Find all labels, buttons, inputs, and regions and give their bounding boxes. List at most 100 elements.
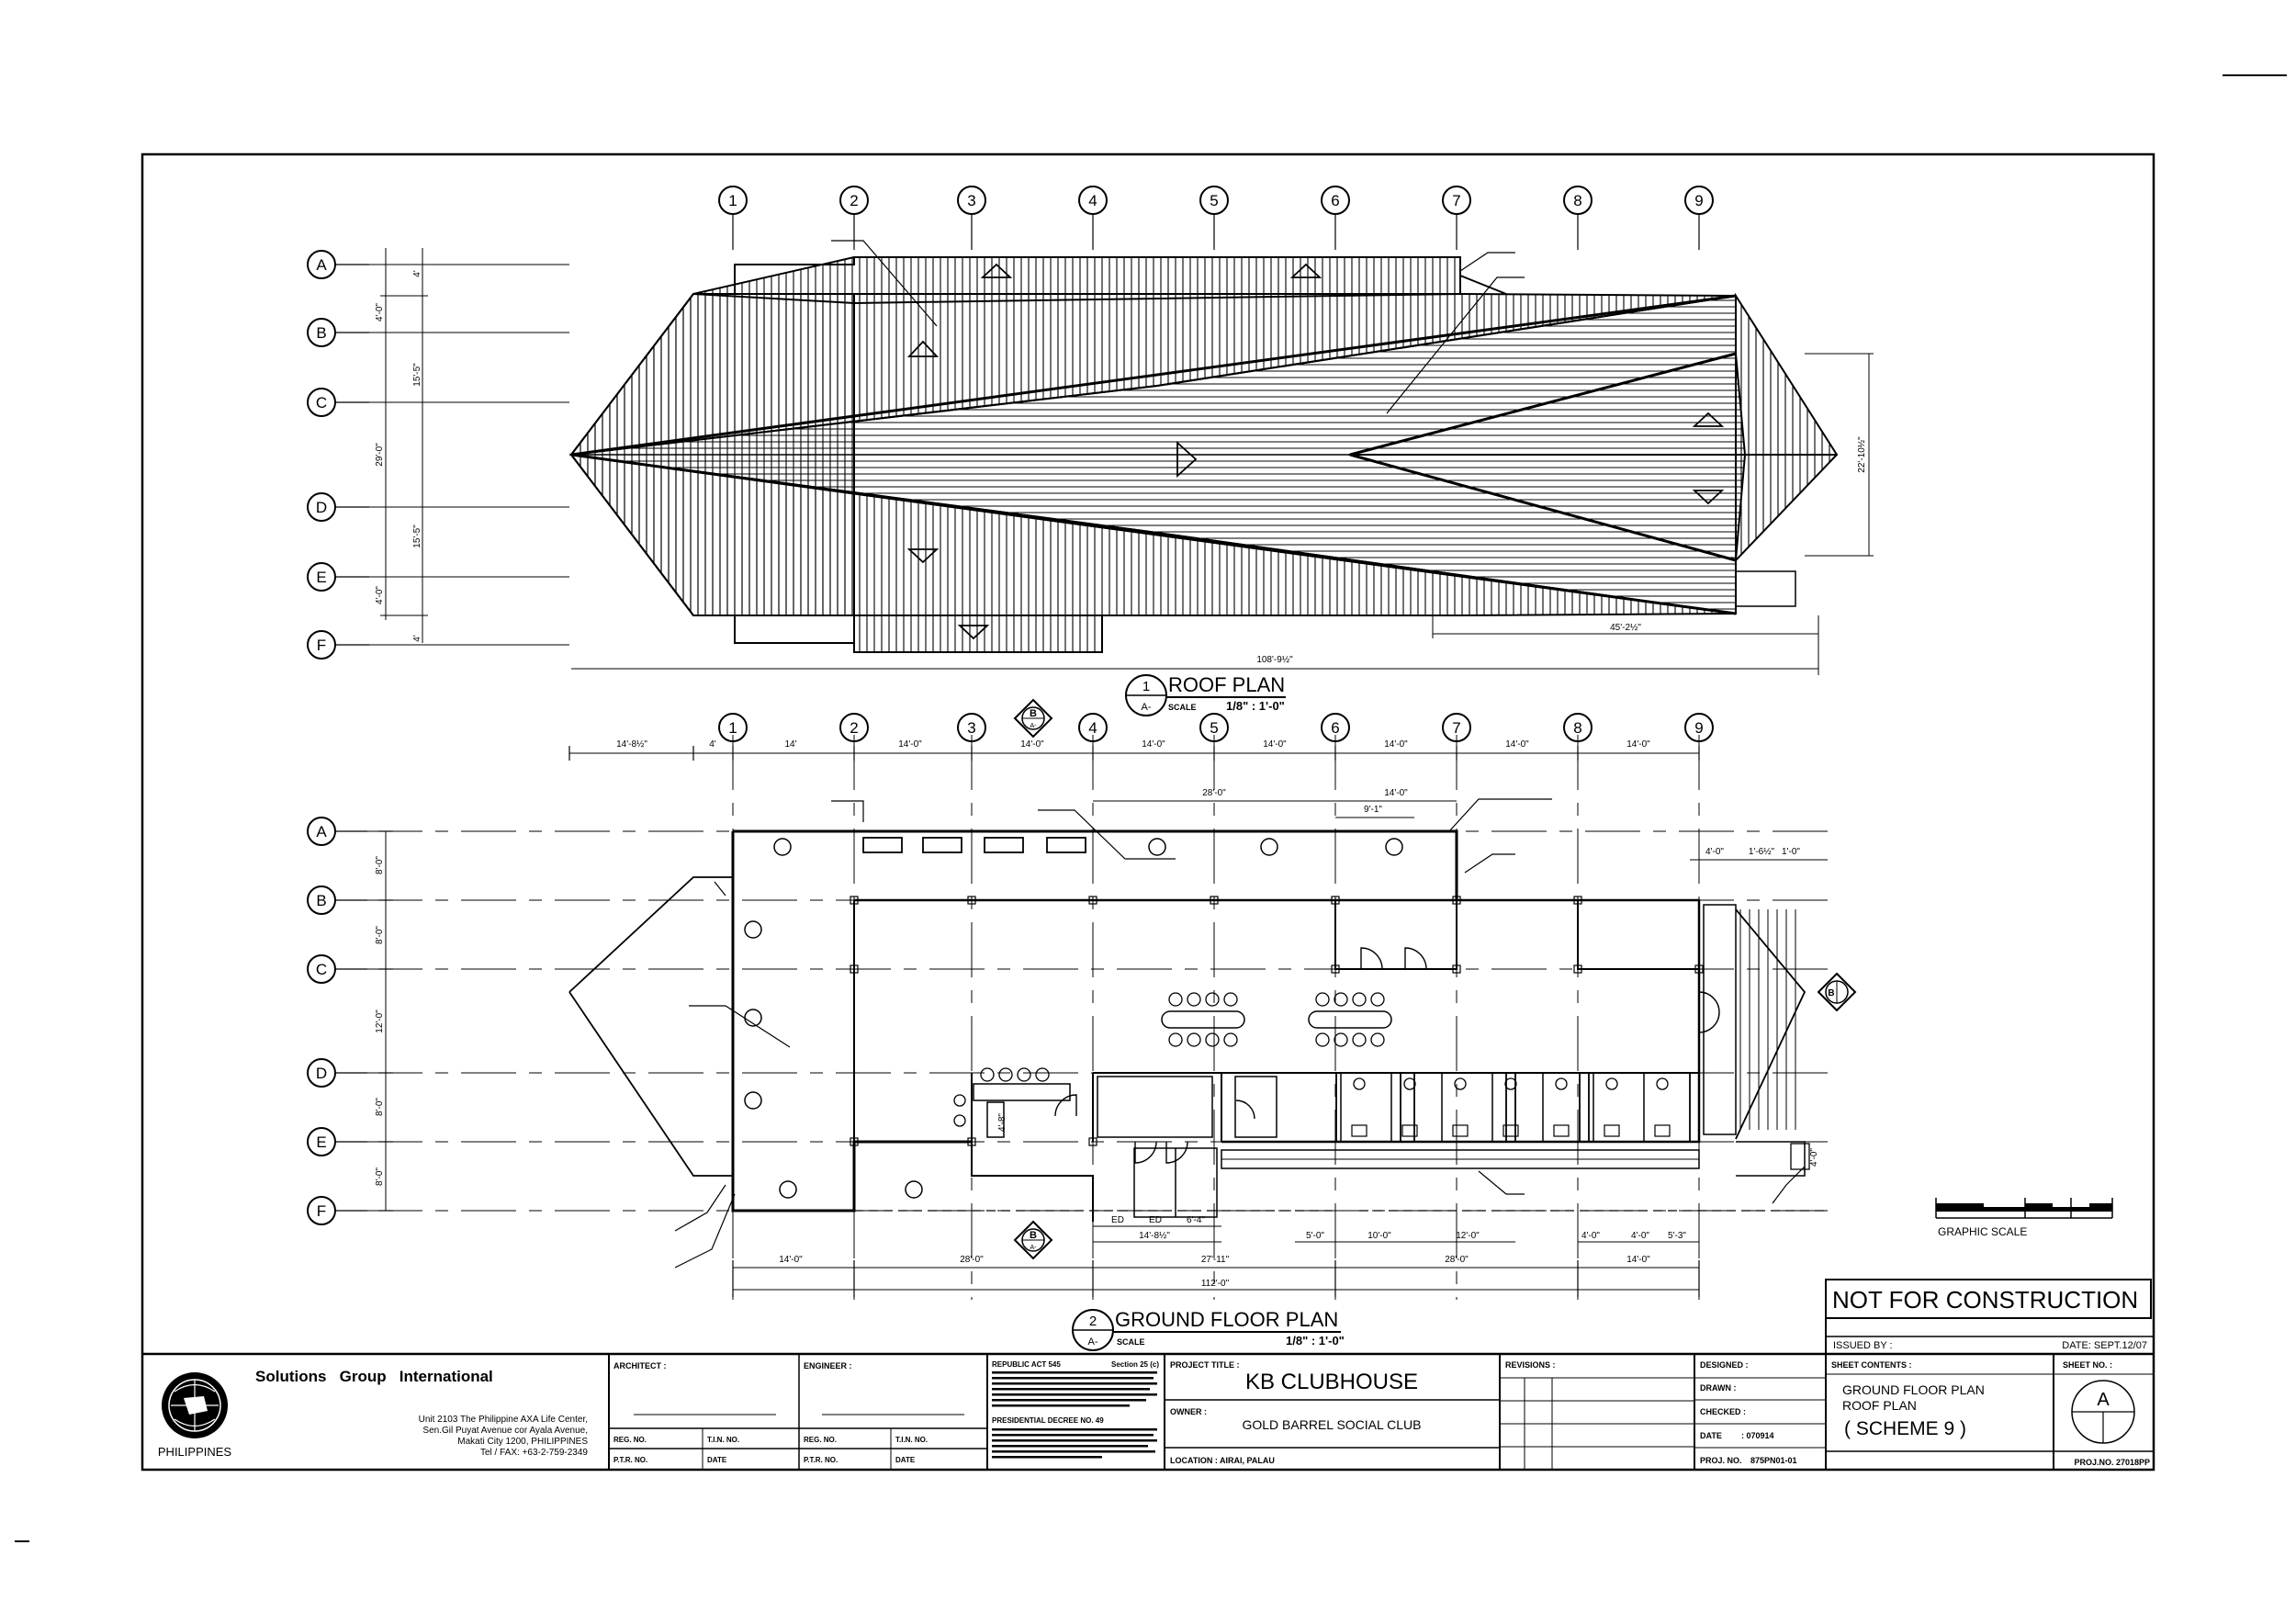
chair <box>1205 1032 1220 1047</box>
leader-line <box>1478 1170 1525 1195</box>
owner: GOLD BARREL SOCIAL CLUB <box>1242 1417 1421 1432</box>
post <box>1210 896 1219 905</box>
leader-line <box>689 1005 791 1048</box>
graphic-scale-label: GRAPHIC SCALE <box>1938 1225 2027 1238</box>
leader-line <box>831 240 938 327</box>
door-swing <box>1698 991 1720 1033</box>
section-marker-label: B <box>1030 708 1037 719</box>
storage-room <box>1097 1076 1213 1138</box>
toilet-fixture <box>1605 1077 1618 1090</box>
dim-text: 4'-0" <box>1581 1231 1600 1241</box>
slope-arrow <box>1692 490 1725 505</box>
section-marker-ref: A- <box>1030 723 1038 729</box>
post <box>850 1137 859 1146</box>
floor-plan-title-block: 2 A- GROUND FLOOR PLAN SCALE 1/8" : 1'-0… <box>1072 1308 1345 1351</box>
leader-line <box>1772 1166 1806 1204</box>
grid-bubble-label: D <box>316 499 327 516</box>
dim-text: 12'-0" <box>1456 1231 1480 1241</box>
chair <box>1315 1032 1330 1047</box>
leader-line <box>1448 798 1552 832</box>
fixture <box>953 1114 966 1127</box>
proj-no-right: PROJ.NO. 27018PP <box>2074 1458 2150 1467</box>
leader-line <box>674 1184 726 1232</box>
room-box <box>1577 899 1700 970</box>
dim-text: 4' <box>412 270 422 277</box>
roof-plan-scale: 1/8" : 1'-0" <box>1226 699 1285 713</box>
roof-plan-title-block: 1 A- ROOF PLAN SCALE 1/8" : 1'-0" <box>1125 673 1286 716</box>
company-name: Solutions Group International <box>255 1368 493 1385</box>
dim-text: 9'-1" <box>1364 805 1382 815</box>
roof-plan-number: 1 <box>1142 679 1150 694</box>
roof-hatch-lower <box>572 455 1735 615</box>
grid-bubble-circle <box>1078 713 1108 742</box>
slope-arrow <box>906 548 940 564</box>
grid-bubble-label: 1 <box>728 192 737 209</box>
dim-text: 14'-0" <box>1626 1255 1650 1265</box>
toilet-fixture <box>1503 1124 1519 1137</box>
grid-bubble-label: F <box>317 1202 326 1220</box>
toilet-fixture <box>1656 1077 1669 1090</box>
issue-date: DATE: SEPT.12/07 <box>2062 1340 2147 1351</box>
drawn-label: DRAWN : <box>1700 1383 1737 1393</box>
ridge-line <box>570 453 1737 615</box>
proj-no-label: PROJ. NO. <box>1700 1456 1742 1465</box>
sheet-no-label: SHEET NO. : <box>2063 1360 2112 1370</box>
dim-text: 15'-5" <box>412 524 422 548</box>
dining-table <box>1161 992 1245 1047</box>
post <box>1694 964 1704 974</box>
grid-column-bubble: 2 <box>839 713 869 742</box>
grid-bubble-label: 5 <box>1210 192 1218 209</box>
grid-column-bubble: 7 <box>1442 713 1471 742</box>
dim-text: 10'-0" <box>1367 1231 1391 1241</box>
company-logo <box>162 1372 228 1438</box>
dim-text: 14'-8½" <box>1139 1231 1170 1241</box>
door-swing <box>1134 1141 1157 1164</box>
tin-no: T.I.N. NO. <box>707 1436 739 1444</box>
location-label: LOCATION : <box>1170 1456 1218 1465</box>
date: DATE <box>707 1456 727 1464</box>
chair <box>1370 1032 1385 1047</box>
dim-text: 14'-0" <box>1384 739 1408 750</box>
chair <box>1334 1032 1348 1047</box>
dim-text: 112'-0" <box>1201 1279 1230 1289</box>
dim-text: 14'-0" <box>1626 739 1650 750</box>
fixture <box>1035 1067 1050 1082</box>
grid-bubble-circle <box>718 713 748 742</box>
door-swing <box>1165 1141 1188 1164</box>
dim-text: ED <box>1149 1215 1162 1225</box>
room-box <box>1234 1076 1277 1138</box>
floor-bottom-dimensions: ED ED 6'-4" 14'-8½" 5'-0" 10'-0" 12'-0" … <box>779 1215 1686 1289</box>
grid-bubble-label: B <box>316 324 326 342</box>
sheet-contents-label: SHEET CONTENTS : <box>1831 1360 1912 1370</box>
column-circle <box>1385 838 1403 856</box>
section-marker-bottom: B A- <box>1013 1220 1053 1260</box>
dim-text: 4' <box>412 635 422 642</box>
dim-text: 4'-8" <box>997 1113 1007 1132</box>
dim-text: 14'-8½" <box>616 739 647 750</box>
post <box>1452 964 1461 974</box>
grid-bubble-circle <box>1321 713 1350 742</box>
grid-bubble-label: 8 <box>1573 192 1581 209</box>
post <box>850 896 859 905</box>
leader-line <box>1459 252 1515 272</box>
grid-bubble-label: 2 <box>850 192 858 209</box>
grid-bubble-label: C <box>316 394 327 412</box>
chair <box>1205 992 1220 1007</box>
dim-text: 6'-4" <box>1187 1215 1205 1225</box>
chair <box>1187 992 1201 1007</box>
grid-bubble-label: D <box>316 1065 327 1082</box>
presidential-decree: PRESIDENTIAL DECREE NO. 49 <box>992 1416 1104 1425</box>
dim-text: 8'-0" <box>375 1167 385 1186</box>
address-line: Sen.Gil Puyat Avenue cor Ayala Avenue, <box>422 1426 588 1436</box>
chair <box>1315 992 1330 1007</box>
toilet-fixture <box>1504 1077 1517 1090</box>
roof-plan-title: ROOF PLAN <box>1168 673 1285 696</box>
logo-caption: PHILIPPINES <box>158 1445 232 1459</box>
reg-no: REG. NO. <box>613 1436 647 1444</box>
grid-bubble-label: 7 <box>1452 719 1460 737</box>
engineer-label: ENGINEER : <box>804 1361 852 1370</box>
dim-text: 14' <box>784 739 796 750</box>
not-for-construction-box: NOT FOR CONSTRUCTION <box>1825 1279 2152 1319</box>
architect-label: ARCHITECT : <box>613 1361 667 1370</box>
